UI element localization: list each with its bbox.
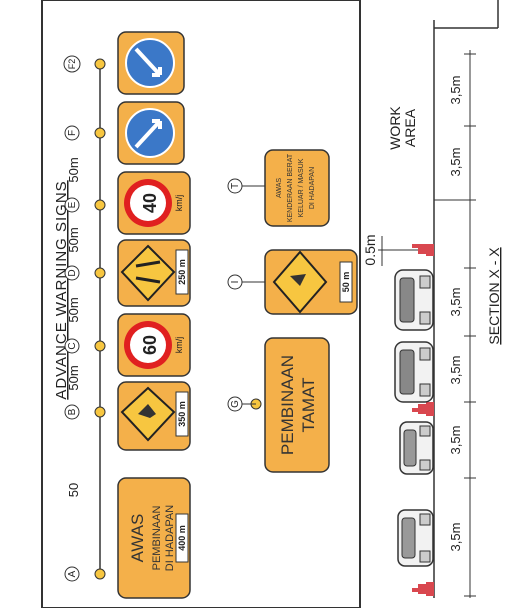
- sign-g: PEMBINAAN TAMAT: [242, 337, 330, 473]
- marker-f2: F2: [63, 55, 81, 73]
- svg-text:F2: F2: [67, 59, 77, 70]
- svg-text:F: F: [67, 130, 78, 136]
- clearance-label: 0.5m: [362, 234, 378, 265]
- lamp-e: [94, 199, 106, 211]
- lane-label-2: 3,5m: [448, 148, 463, 177]
- lamp-d: [94, 267, 106, 279]
- lane-label-1: 3,5m: [448, 76, 463, 105]
- panel-frame: [41, 0, 361, 608]
- sign-a-line1: AWAS: [128, 514, 147, 563]
- svg-text:T: T: [230, 183, 241, 189]
- sign-e-unit: km/j: [174, 195, 184, 212]
- marker-b: B: [64, 404, 80, 420]
- svg-text:I: I: [230, 281, 241, 284]
- sign-c-unit: km/j: [174, 337, 184, 354]
- lane-label-4: 3,5m: [448, 356, 463, 385]
- svg-text:G: G: [230, 400, 241, 408]
- sign-d-distance: 250 m: [177, 259, 187, 285]
- sign-g-line2: TAMAT: [299, 377, 318, 432]
- sign-d: 250 m: [117, 239, 191, 307]
- svg-text:C: C: [67, 342, 78, 349]
- section-view: 3,5m 3,5m 3,5m 3,5m 3,5m 3,5m WORK AREA …: [362, 0, 502, 598]
- sign-a-line3: DI HADAPAN: [164, 505, 176, 571]
- spacing-e-f: 50m: [66, 157, 81, 182]
- sign-i: 50 m: [242, 249, 358, 315]
- work-area-label-2: AREA: [402, 108, 418, 147]
- sign-c: 60 km/j: [117, 313, 191, 377]
- marker-e: E: [64, 197, 80, 213]
- marker-f: F: [64, 125, 80, 141]
- sign-b-distance: 350 m: [177, 401, 187, 427]
- car-2: [394, 341, 434, 403]
- car-1: [394, 269, 434, 331]
- lamp-f: [94, 127, 106, 139]
- work-area-label-1: WORK: [387, 106, 403, 150]
- cone-3: [412, 582, 434, 596]
- lamp-c: [94, 340, 106, 352]
- marker-a: A: [64, 566, 80, 582]
- worker-icon: [290, 274, 306, 286]
- sign-t-line4: DI HADAPAN: [309, 167, 316, 209]
- section-title: SECTION X - X: [486, 247, 502, 345]
- svg-text:E: E: [67, 201, 78, 208]
- spacing-c-d: 50m: [66, 297, 81, 322]
- lane-narrow-icon: [135, 260, 161, 284]
- sign-f: [117, 101, 185, 165]
- sign-e: 40 km/j: [117, 171, 191, 235]
- spacing-d-e: 50m: [66, 227, 81, 252]
- sign-c-speed: 60: [140, 335, 160, 355]
- sign-e-speed: 40: [140, 193, 160, 213]
- lane-label-5: 3,5m: [448, 426, 463, 455]
- car-3: [399, 421, 434, 475]
- spacing-a-b: 50: [66, 483, 81, 497]
- sign-i-distance: 50 m: [341, 272, 351, 293]
- car-4: [397, 509, 434, 567]
- arrow-icon: [134, 47, 162, 77]
- sign-t: AWAS KENDERAAN BERAT KELUAR / MASUK DI H…: [242, 149, 330, 227]
- svg-text:B: B: [67, 408, 78, 415]
- worker-icon: [138, 404, 156, 418]
- lamp-b: [94, 406, 106, 418]
- marker-d: D: [64, 265, 80, 281]
- sign-a: AWAS PEMBINAAN DI HADAPAN 400 m: [117, 477, 191, 599]
- sign-t-line3: KELUAR / MASUK: [298, 158, 305, 217]
- sign-t-line1: AWAS: [276, 178, 283, 198]
- svg-text:D: D: [67, 269, 78, 276]
- lane-label-3: 3,5m: [448, 288, 463, 317]
- sign-g-line1: PEMBINAAN: [278, 355, 297, 455]
- sign-b: 350 m: [117, 381, 191, 451]
- sign-t-line2: KENDERAAN BERAT: [287, 153, 294, 222]
- sign-f2: [117, 31, 185, 95]
- cone-2: [412, 402, 434, 416]
- sign-a-line2: PEMBINAAN: [151, 506, 163, 571]
- arrow-icon: [134, 119, 162, 149]
- lamp-f2: [94, 58, 106, 70]
- sign-a-distance: 400 m: [177, 525, 187, 551]
- lane-label-6: 3,5m: [448, 523, 463, 552]
- svg-text:A: A: [67, 570, 78, 577]
- lamp-a: [94, 568, 106, 580]
- cone-1: [412, 244, 434, 256]
- marker-g: G: [227, 396, 243, 412]
- marker-i: I: [227, 274, 243, 290]
- marker-c: C: [64, 338, 80, 354]
- marker-t: T: [227, 178, 243, 194]
- spacing-b-c: 50m: [66, 365, 81, 390]
